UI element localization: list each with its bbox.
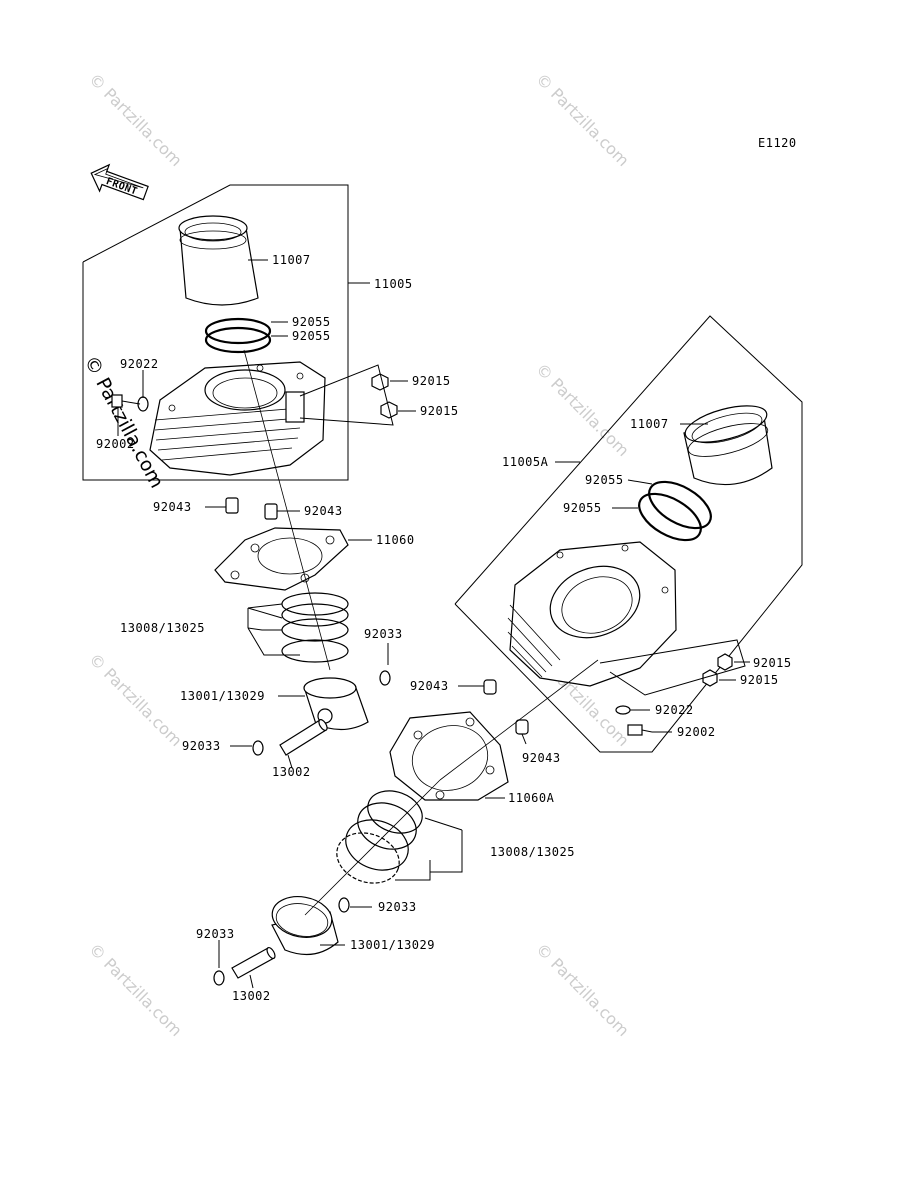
upper-dowel-left <box>225 497 239 514</box>
upper-label-gasket: 11060 <box>376 533 415 547</box>
lower-label-dowel-left: 92043 <box>410 679 449 693</box>
upper-label-liner: 11007 <box>272 253 311 267</box>
watermarks: © Partzilla.com © Partzilla.com © Partzi… <box>80 69 633 1040</box>
lower-dowel-left <box>483 679 497 695</box>
lower-label-ring-1: 92055 <box>585 473 624 487</box>
upper-label-nut-2: 92015 <box>420 404 459 418</box>
upper-bolt <box>111 394 141 408</box>
upper-o-ring-2 <box>204 326 272 354</box>
lower-o-ring-2 <box>638 492 702 542</box>
side-watermark: © Partzilla.com <box>80 352 168 492</box>
upper-label-bolt: 92002 <box>96 437 135 451</box>
upper-label-clip-left: 92033 <box>182 739 221 753</box>
lower-clip-right <box>338 897 350 913</box>
lower-label-piston-rings: 13008/13025 <box>490 845 575 859</box>
lower-label-nut-1: 92015 <box>753 656 792 670</box>
lower-label-nut-2: 92015 <box>740 673 779 687</box>
lower-cylinder-block <box>507 541 677 687</box>
lower-o-ring-1 <box>648 480 712 530</box>
upper-cylinder-block <box>149 361 326 476</box>
lower-cylinder-group-frame <box>454 315 803 753</box>
lower-label-clip-right: 92033 <box>378 900 417 914</box>
upper-piston-rings <box>281 592 349 663</box>
front-arrow-icon: FRONT <box>90 163 149 201</box>
upper-clip-left <box>252 740 264 756</box>
lower-piston-pin <box>231 946 276 979</box>
lower-label-dowel-right: 92043 <box>522 751 561 765</box>
lower-label-ring-2: 92055 <box>563 501 602 515</box>
upper-label-dowel-right: 92043 <box>304 504 343 518</box>
upper-label-pin: 13002 <box>272 765 311 779</box>
upper-dowel-right <box>264 503 278 520</box>
lower-label-gasket: 11060A <box>508 791 555 805</box>
watermark-3: © Partzilla.com <box>532 359 633 460</box>
lower-bolt <box>627 724 653 736</box>
lower-label-clip-left: 92033 <box>196 927 235 941</box>
lower-piston-rings <box>336 790 423 884</box>
lower-nut-1 <box>717 653 733 671</box>
upper-cylinder-group-frame <box>82 184 349 481</box>
upper-label-piston-rings: 13008/13025 <box>120 621 205 635</box>
lower-label-piston: 13001/13029 <box>350 938 435 952</box>
watermark-2: © Partzilla.com <box>532 69 633 170</box>
lower-cylinder-liner <box>683 405 773 486</box>
upper-head-gasket <box>214 527 349 591</box>
upper-label-clip-right: 92033 <box>364 627 403 641</box>
upper-cylinder-liner <box>178 215 259 306</box>
lower-clip-left <box>213 970 225 986</box>
upper-label-nut-1: 92015 <box>412 374 451 388</box>
lower-dowel-right <box>515 719 529 735</box>
upper-label-ring-2: 92055 <box>292 329 331 343</box>
lower-washer <box>615 705 631 715</box>
watermark-7: © Partzilla.com <box>532 939 633 1040</box>
lower-label-cylinder: 11005A <box>502 455 549 469</box>
upper-label-piston: 13001/13029 <box>180 689 265 703</box>
lower-piston <box>271 896 339 956</box>
watermark-1: © Partzilla.com <box>85 69 186 170</box>
upper-nut-1 <box>371 373 389 391</box>
upper-clip-right <box>379 670 391 686</box>
lower-head-gasket <box>389 711 509 801</box>
watermark-6: © Partzilla.com <box>85 939 186 1040</box>
upper-o-ring-1 <box>204 317 272 345</box>
lower-nut-2 <box>702 669 718 687</box>
upper-label-dowel-left: 92043 <box>153 500 192 514</box>
watermark-4: © Partzilla.com <box>85 649 186 750</box>
lower-label-bolt: 92002 <box>677 725 716 739</box>
upper-label-washer: 92022 <box>120 357 159 371</box>
upper-label-ring-1: 92055 <box>292 315 331 329</box>
upper-piston-pin <box>279 719 328 756</box>
upper-assembly: 11007 11005 92055 92055 92022 92002 9201… <box>82 184 459 779</box>
upper-label-cylinder: 11005 <box>374 277 413 291</box>
upper-piston <box>303 677 369 731</box>
diagram-code: E1120 <box>758 136 797 150</box>
lower-label-pin: 13002 <box>232 989 271 1003</box>
lower-assembly: 11007 11005A 92055 92055 92015 92015 920… <box>196 315 803 1003</box>
lower-label-liner: 11007 <box>630 417 669 431</box>
lower-label-washer: 92022 <box>655 703 694 717</box>
